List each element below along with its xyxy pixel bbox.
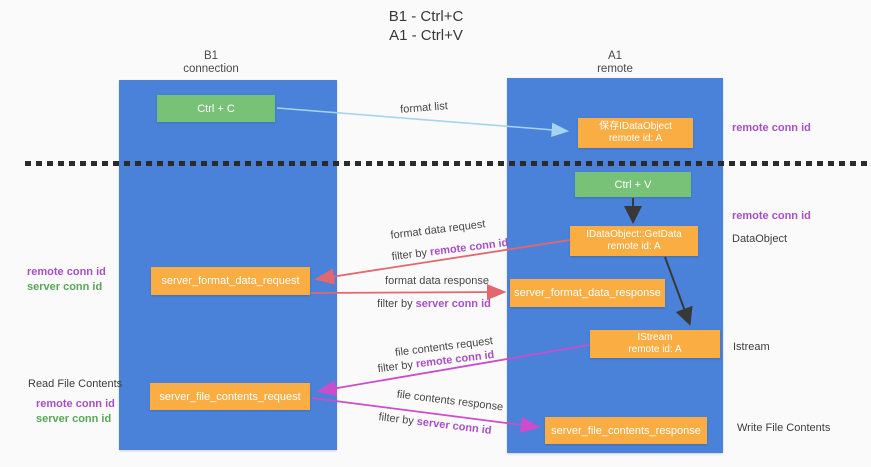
node-file-response-label: server_file_contents_response [551,424,701,437]
title-line-1: B1 - Ctrl+C [388,8,464,25]
node-ctrl-c-label: Ctrl + C [197,102,235,115]
node-ctrl-v-label: Ctrl + V [614,178,652,191]
left-column-role: connection [183,63,239,75]
filter-by-server-conn-id-label-2: filter by server conn id [378,411,492,437]
file-contents-response-label: file contents response [396,388,504,414]
node-save-idataobject-line1: 保存IDataObject [599,120,672,132]
left-remote-conn-id-label-2: remote conn id [36,398,115,410]
left-server-conn-id-label-2: server conn id [36,413,112,425]
left-server-conn-id-label-1: server conn id [27,281,103,293]
format-list-label: format list [399,100,449,116]
right-remote-conn-id-label-2: remote conn id [732,210,811,222]
filter-by-remote-conn-id-label-1: filter by remote conn id [391,237,509,263]
filter-by-server-conn-id-label-1: filter by server conn id [377,298,491,310]
right-column-role: remote [597,63,633,75]
node-format-response-label: server_format_data_response [514,287,661,299]
node-server-file-contents-response: server_file_contents_response [545,417,707,444]
node-idataobject-getdata: IDataObject::GetData remote id: A [570,226,698,256]
format-data-response-label: format data response [385,275,489,287]
server-conn-id-text: server conn id [415,298,491,310]
node-ctrl-v: Ctrl + V [575,172,691,197]
node-file-request-label: server_file_contents_request [159,390,301,403]
dataobject-label: DataObject [732,233,788,245]
filter-by-text: filter by [377,298,416,310]
istream-label: Istream [733,341,770,353]
diagram-title: B1 - Ctrl+C A1 - Ctrl+V [326,7,526,45]
right-column-name: A1 [607,50,623,62]
node-server-format-data-request: server_format_data_request [151,267,310,295]
left-remote-conn-id-label-1: remote conn id [27,266,106,278]
server-conn-id-text: server conn id [416,415,493,437]
filter-by-text: filter by [377,411,418,428]
node-server-format-data-response: server_format_data_response [510,279,665,307]
node-server-file-contents-request: server_file_contents_request [150,383,310,410]
node-save-idataobject-line2: remote id: A [608,133,663,144]
right-remote-conn-id-label-1: remote conn id [732,122,811,134]
format-data-request-label: format data request [389,218,487,242]
right-column-header: A1 remote [555,50,675,76]
filter-by-text: filter by [391,246,431,264]
node-istream: IStream remote id: A [590,330,720,358]
node-format-request-label: server_format_data_request [161,275,300,287]
left-column-name: B1 [203,50,219,62]
format-data-response-arrow [310,283,507,301]
node-getdata-line2: remote id: A [607,241,661,252]
write-file-contents-label: Write File Contents [737,422,831,434]
node-istream-line1: IStream [637,331,673,343]
node-save-idataobject: 保存IDataObject remote id: A [578,118,693,148]
filter-by-text: filter by [377,358,417,376]
left-column-header: B1 connection [151,50,271,76]
remote-conn-id-text: remote conn id [429,236,509,259]
title-line-2: A1 - Ctrl+V [389,27,463,44]
boundary-divider-dashed-line [25,161,871,166]
node-getdata-line1: IDataObject::GetData [586,228,682,240]
node-ctrl-c: Ctrl + C [157,95,275,122]
read-file-contents-label: Read File Contents [28,378,123,390]
node-istream-line2: remote id: A [628,344,682,355]
